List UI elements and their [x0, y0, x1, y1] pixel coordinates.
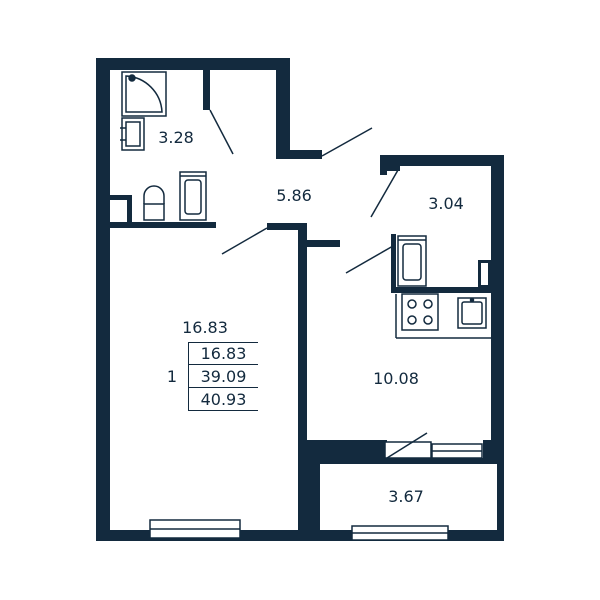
wall-kitchen-bottom-left [307, 440, 387, 462]
wall-living-top [267, 223, 307, 230]
total-area-value: 39.09 [189, 365, 258, 388]
door-entrance [321, 127, 373, 157]
living-area-value: 16.83 [189, 342, 258, 365]
wall-top [96, 58, 290, 70]
bathroom-sink-icon [120, 117, 145, 151]
door-storage [370, 169, 399, 218]
room-area-balcony: 3.67 [388, 487, 424, 506]
windows [149, 441, 483, 541]
door-living [221, 227, 268, 255]
room-area-bathroom: 3.28 [158, 128, 194, 147]
storage-appliance-icon [397, 235, 427, 287]
door-kitchen [345, 245, 394, 274]
wall-living-right [298, 223, 307, 530]
wall-storage-stub [387, 166, 400, 171]
toilet-icon [143, 185, 165, 221]
area-summary-table: 1 16.83 39.09 40.93 [156, 342, 258, 411]
wall-step-horizontal [276, 150, 322, 159]
wall-bathroom-partition [203, 70, 210, 110]
wall-bathroom-bottom [110, 222, 216, 228]
doors [209, 109, 428, 459]
wall-right-top [380, 155, 502, 166]
wall-step-vertical [276, 58, 290, 158]
wall-right [491, 155, 504, 452]
stove-icon [401, 293, 439, 331]
wall-balcony-left [307, 462, 320, 532]
kitchen-counter [395, 294, 491, 339]
room-area-hall: 5.86 [276, 186, 312, 205]
fixtures [120, 71, 491, 339]
washing-machine-icon [179, 171, 207, 221]
total-area-with-balcony-value: 40.93 [189, 388, 258, 411]
door-bathroom [209, 109, 234, 155]
wall-balcony-right [497, 462, 504, 541]
wall-storage-bottom [391, 287, 491, 293]
wall-bathroom-nook-side [127, 195, 132, 222]
wall-bottom [96, 530, 504, 541]
wall-storage-left [380, 155, 387, 175]
room-area-storage: 3.04 [428, 194, 464, 213]
shower-icon [121, 71, 167, 117]
room-area-living: 16.83 [182, 318, 228, 337]
wall-left [96, 58, 110, 541]
room-count: 1 [156, 342, 189, 411]
wall-storage-lower-left [391, 234, 396, 288]
wall-balcony-top [320, 458, 504, 464]
wall-kitchen-bottom-right [483, 440, 504, 462]
door-balcony-frame [384, 441, 432, 459]
door-balcony [386, 432, 428, 459]
walls [96, 58, 504, 541]
wall-bathroom-nook [110, 195, 132, 200]
wall-kitchen-stub [298, 240, 340, 247]
room-area-kitchen: 10.08 [373, 369, 419, 388]
